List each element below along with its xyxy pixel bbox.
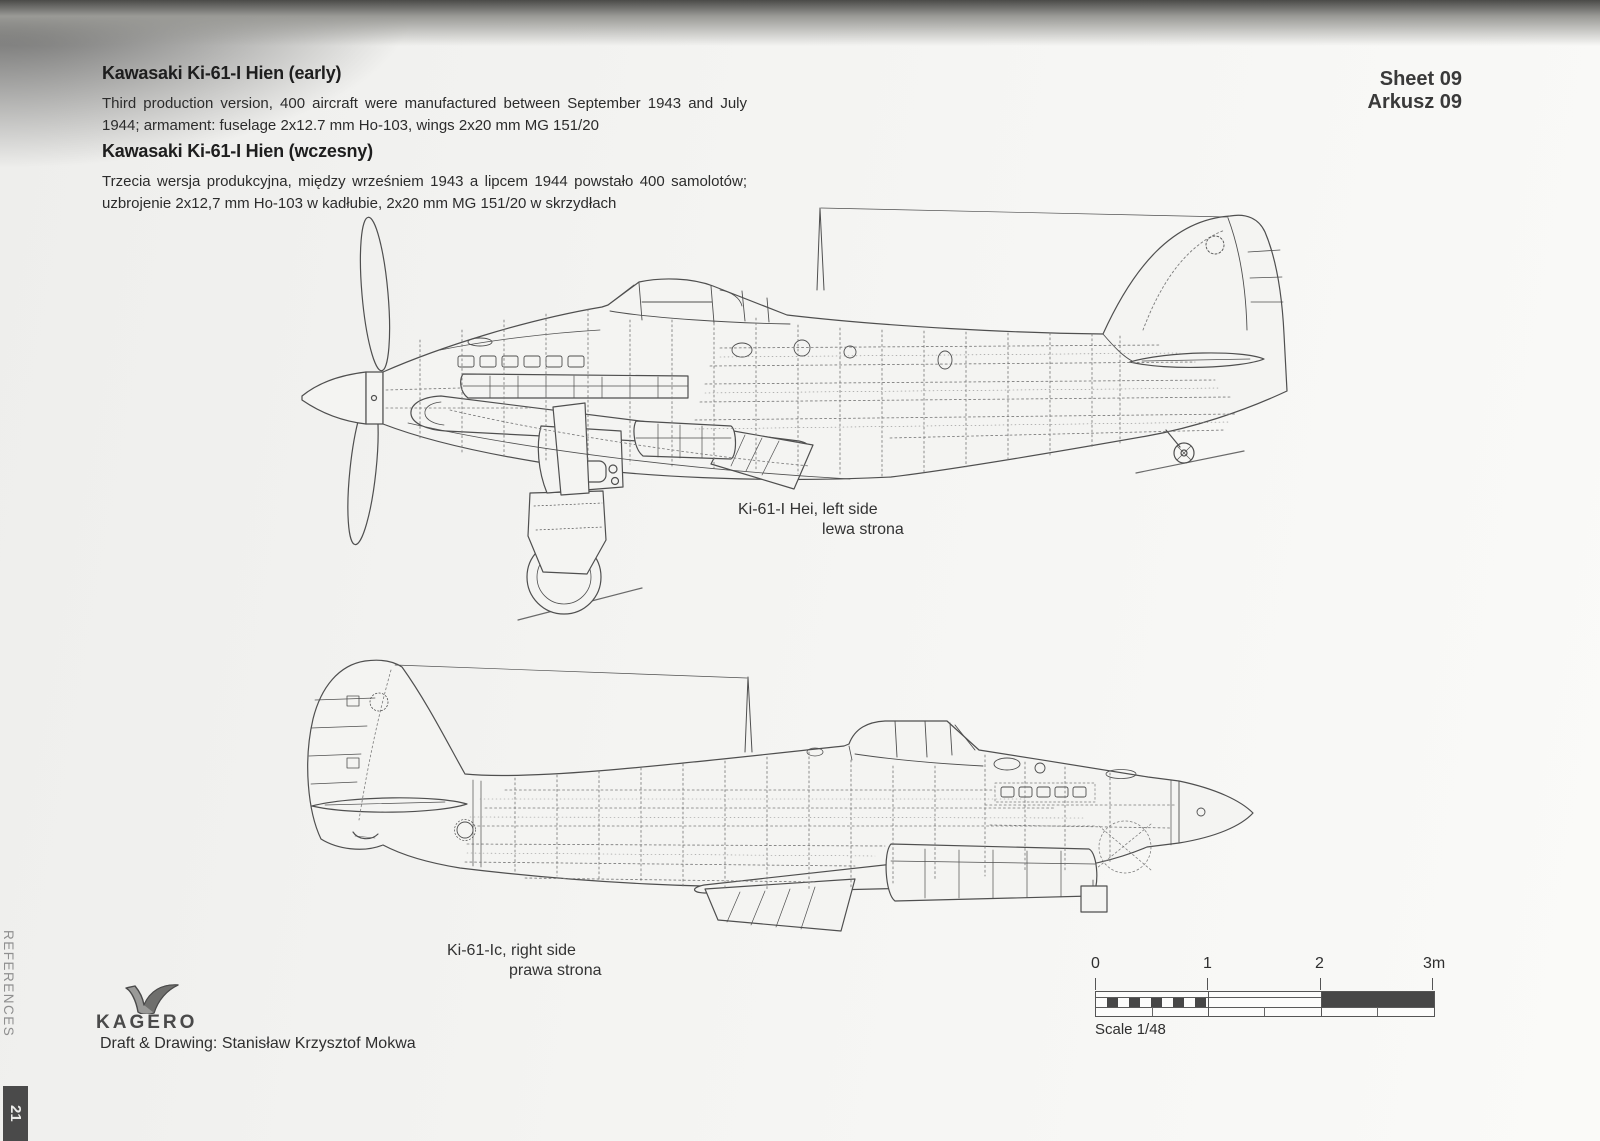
- caption-line-en: Ki-61-Ic, right side: [447, 942, 576, 959]
- page-number: 21: [7, 1105, 24, 1122]
- scale-tick-mark: [1432, 978, 1433, 990]
- title-english: Kawasaki Ki-61-I Hien (early): [102, 63, 342, 83]
- scale-bar-rule: [1095, 991, 1435, 1017]
- panel-lines: [385, 308, 1236, 477]
- scale-tick-2: 2: [1315, 955, 1324, 972]
- scale-label: Scale 1/48: [1095, 1021, 1166, 1038]
- ki-61-left-side-svg: [301, 207, 1288, 621]
- wing-fillet-line: [407, 422, 851, 480]
- exhaust-stubs: [994, 782, 1096, 803]
- scale-bar-line: [1096, 1007, 1434, 1008]
- scale-bar: 0 1 2 3m Scale 1/48: [1091, 955, 1449, 1047]
- scale-bar-separator: [1208, 992, 1209, 1016]
- page-number-tab: 21: [3, 1086, 28, 1141]
- tail-wheel: [1165, 429, 1195, 464]
- scale-tick-1: 1: [1203, 955, 1212, 972]
- description-polish: Trzecia wersja produkcyjna, między wrześ…: [102, 173, 747, 212]
- caption-line-pl: prawa strona: [509, 962, 602, 979]
- caption-right-side-view: Ki-61-Ic, right side prawa strona: [447, 941, 602, 981]
- scale-bar-half-tick: [1377, 1007, 1378, 1016]
- description-english: Third production version, 400 aircraft w…: [102, 95, 747, 134]
- panel-lines: [464, 751, 1176, 891]
- scale-bar-solid-segment: [1321, 992, 1434, 1007]
- caption-left-side-view: Ki-61-I Hei, left side lewa strona: [738, 500, 904, 540]
- tail-wheel-doors: [352, 831, 379, 840]
- scan-shadow-top: [0, 0, 1600, 46]
- rivet-lines: [694, 352, 1231, 430]
- fuselage-access-ports: [454, 779, 482, 868]
- wing-flap: [704, 878, 856, 932]
- section-tab-references: REFERENCES: [1, 930, 16, 1038]
- main-landing-gear: [526, 402, 624, 615]
- spinner: [1105, 769, 1206, 846]
- horizontal-stabilizer: [1102, 333, 1265, 369]
- ventral-radiator: [885, 843, 1108, 913]
- scale-bar-separator: [1321, 992, 1322, 1016]
- sheet-number-en: Sheet 09: [1379, 68, 1462, 90]
- sheet-number: Sheet 09 Arkusz 09: [1368, 68, 1463, 114]
- ground-line-tail: [1135, 450, 1245, 474]
- tail-fin: [1142, 217, 1284, 331]
- scale-bar-checker-segment: [1096, 998, 1208, 1007]
- scale-bar-half-tick: [1152, 1007, 1153, 1016]
- canopy: [607, 282, 791, 325]
- horizontal-stabilizer: [311, 797, 468, 813]
- scale-bar-line: [1096, 997, 1434, 998]
- scale-tick-0: 0: [1091, 955, 1100, 972]
- fuselage-outline: [307, 659, 1254, 888]
- sheet-number-pl: Arkusz 09: [1367, 91, 1463, 113]
- caption-line-en: Ki-61-I Hei, left side: [738, 501, 878, 518]
- scale-tick-mark: [1095, 978, 1096, 990]
- antenna-mast-and-wire: [816, 207, 1229, 291]
- publisher-logo-text: KAGERO: [96, 1012, 198, 1033]
- scale-tick-mark: [1320, 978, 1321, 990]
- caption-line-pl: lewa strona: [822, 521, 904, 538]
- scale-tick-mark: [1207, 978, 1208, 990]
- credit-line: Draft & Drawing: Stanisław Krzysztof Mok…: [100, 1035, 416, 1052]
- scale-tick-3: 3m: [1423, 955, 1446, 972]
- kagero-bird-icon: [124, 982, 184, 1014]
- exhaust-stubs: [457, 355, 585, 368]
- antenna-mast-and-wire: [394, 664, 753, 753]
- canopy: [806, 720, 1046, 774]
- scale-bar-half-tick: [1264, 1007, 1265, 1016]
- wing-root-fairing: [460, 373, 689, 399]
- ki-61-right-side-drawing: [295, 640, 1265, 940]
- title-polish: Kawasaki Ki-61-I Hien (wczesny): [102, 141, 373, 161]
- fuselage-access-ports: [439, 329, 953, 370]
- ventral-radiator: [633, 420, 737, 460]
- tail-fin: [308, 669, 392, 821]
- ki-61-left-side-drawing: [290, 190, 1330, 630]
- propeller: [301, 216, 391, 546]
- ki-61-right-side-svg: [307, 659, 1254, 932]
- wheel-well-markings: [1096, 820, 1152, 874]
- rivet-lines: [466, 798, 1086, 857]
